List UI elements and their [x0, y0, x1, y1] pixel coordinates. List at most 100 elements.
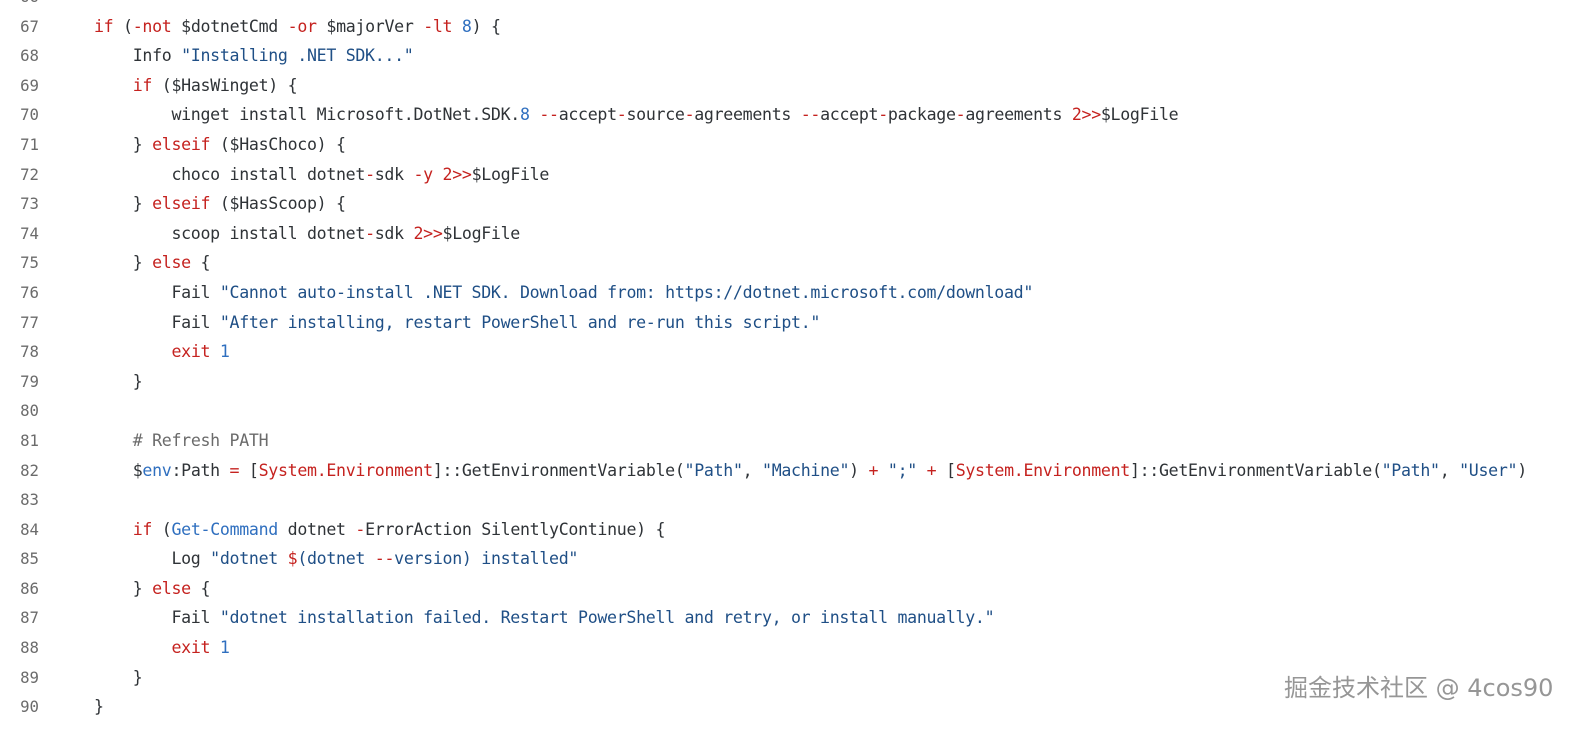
code-token-operator: = [229, 460, 240, 480]
code-token-plain: ( [113, 16, 133, 36]
code-token-keyword: elseif [152, 134, 211, 154]
line-code: if (-not $dotnetCmd -or $majorVer -lt 8)… [94, 12, 501, 42]
code-token-plain: ) { [471, 16, 501, 36]
code-token-string: "Path" [1381, 460, 1440, 480]
line-code: } [94, 367, 143, 397]
code-token-plain: choco install dotnet [94, 164, 366, 184]
line-number: 68 [20, 46, 39, 66]
code-line: 75 } else { [0, 248, 1590, 278]
code-token-plain: accept [820, 105, 879, 125]
code-token-plain [94, 313, 171, 332]
code-token-operator: - [878, 105, 888, 125]
code-token-operator: -lt [423, 16, 453, 36]
code-token-plain: sdk [374, 164, 414, 184]
line-number: 85 [20, 549, 39, 569]
line-code: exit 1 [94, 337, 229, 367]
line-number: 66 [0, 0, 39, 12]
code-token-plain: ]::GetEnvironmentVariable( [1129, 460, 1382, 480]
code-token-keyword: else [152, 578, 191, 598]
code-token-plain [210, 638, 220, 657]
code-token-keyword: exit [171, 638, 211, 658]
code-token-plain [210, 342, 220, 361]
code-token-plain: Fail [94, 608, 220, 628]
code-token-plain: Fail [171, 282, 211, 302]
line-number: 87 [20, 608, 39, 628]
line-code: Fail "dotnet installation failed. Restar… [94, 603, 994, 633]
code-token-plain: sdk [374, 223, 414, 243]
line-code: } else { [94, 574, 211, 604]
code-token-operator: -y [413, 164, 433, 184]
code-token-plain: } [94, 253, 153, 273]
code-token-plain: :Path [171, 460, 230, 480]
code-token-plain: } [94, 578, 153, 598]
code-token-string: ";" [887, 460, 917, 480]
line-code: Fail "After installing, restart PowerShe… [94, 308, 820, 338]
code-token-plain: winget install Microsoft.DotNet.SDK. [94, 105, 520, 125]
code-token-string: "dotnet installation failed. Restart Pow… [219, 608, 995, 628]
code-line: 87 Fail "dotnet installation failed. Res… [0, 603, 1590, 633]
code-token-number: 8 [519, 105, 530, 125]
line-number: 78 [20, 342, 39, 362]
code-token-plain [210, 283, 220, 302]
line-number: 67 [20, 16, 39, 36]
code-token-plain: package [887, 105, 956, 125]
code-token-plain: [ [239, 460, 259, 480]
line-number: 76 [20, 282, 39, 302]
code-token-string: "dotnet [210, 549, 288, 569]
line-number: 79 [20, 371, 39, 391]
code-token-plain [94, 638, 171, 657]
line-code: exit 1 [94, 633, 229, 663]
code-token-plain: } [94, 134, 153, 154]
code-token-plain [94, 431, 133, 450]
line-code: } else { [94, 248, 211, 278]
code-token-plain: } [94, 667, 143, 687]
code-token-plain [452, 17, 462, 36]
code-line: 79 } [0, 367, 1590, 397]
code-token-plain: Info [94, 46, 182, 66]
code-token-variable: $majorVer [316, 16, 424, 36]
line-code: if ($HasWinget) { [94, 71, 298, 101]
code-line: 89 } [0, 663, 1590, 693]
code-line: 85 Log "dotnet $(dotnet --version) insta… [0, 544, 1590, 574]
site-watermark: 掘金技术社区 @ 4cos90 [1284, 674, 1554, 702]
code-line: 86 } else { [0, 574, 1590, 604]
code-line: 78 exit 1 [0, 337, 1590, 367]
code-token-plain [94, 76, 133, 95]
code-token-operator: -or [287, 16, 317, 36]
code-line: 70 winget install Microsoft.DotNet.SDK.8… [0, 100, 1590, 130]
code-token-plain: accept [558, 105, 617, 125]
code-token-plain [433, 165, 443, 184]
code-token-plain: } [94, 697, 104, 717]
code-token-plain [94, 520, 133, 539]
line-code: } [94, 663, 143, 693]
line-number: 86 [20, 578, 39, 598]
line-code: if (Get-Command dotnet -ErrorAction Sile… [94, 515, 666, 545]
code-token-string: "Installing .NET SDK..." [181, 46, 414, 66]
code-token-plain: ($HasScoop) { [210, 194, 346, 214]
code-token-keyword: if [132, 519, 153, 539]
code-token-plain: Fail [171, 312, 211, 332]
line-code: Fail "Cannot auto-install .NET SDK. Down… [94, 278, 1033, 308]
code-token-operator: 2>> [1071, 105, 1101, 125]
line-number: 83 [20, 490, 39, 510]
code-token-operator: -- [374, 549, 395, 569]
code-line: 67 if (-not $dotnetCmd -or $majorVer -lt … [0, 12, 1590, 42]
code-line: 83 [0, 485, 1590, 515]
code-token-plain [530, 105, 540, 124]
code-token-plain: ErrorAction SilentlyContinue) { [365, 519, 666, 539]
line-code: } elseif ($HasScoop) { [94, 189, 346, 219]
code-token-string: "Machine" [762, 460, 850, 480]
code-line: 76 Fail "Cannot auto-install .NET SDK. D… [0, 278, 1590, 308]
line-number: 71 [20, 134, 39, 154]
line-number: 81 [20, 430, 39, 450]
code-line: 73 } elseif ($HasScoop) { [0, 189, 1590, 219]
code-token-plain [917, 461, 927, 480]
line-code: $env:Path = [System.Environment]::GetEnv… [94, 456, 1527, 486]
code-line: 77 Fail "After installing, restart Power… [0, 308, 1590, 338]
code-token-plain: } [94, 371, 143, 391]
code-token-variable: $ [94, 460, 143, 480]
line-number: 70 [20, 105, 39, 125]
code-token-number: env [142, 460, 172, 480]
code-token-operator: - [616, 105, 627, 125]
